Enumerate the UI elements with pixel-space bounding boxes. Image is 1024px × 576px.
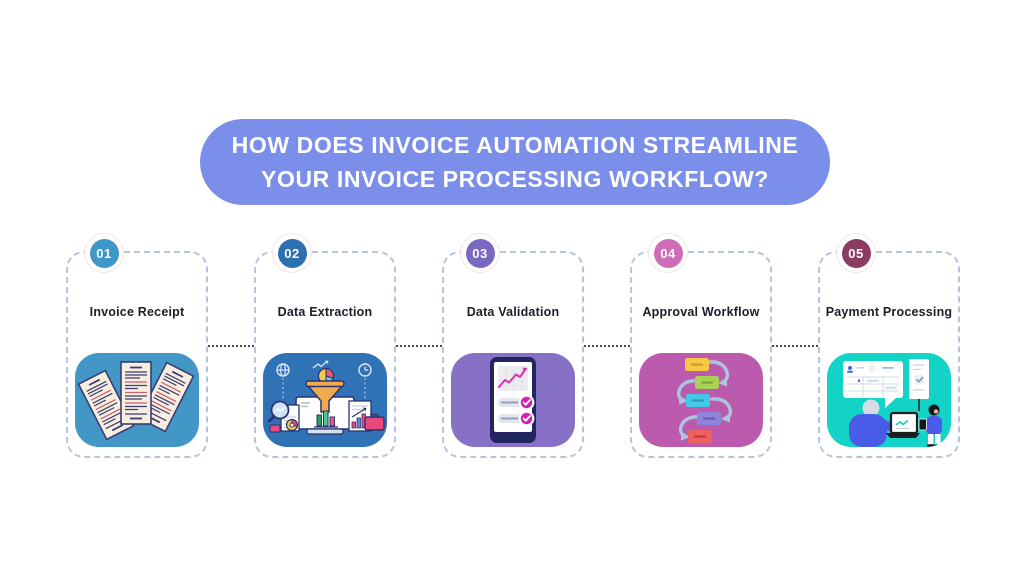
step-number: 01 [89,238,119,268]
step-label: Invoice Receipt [89,305,185,319]
step-number-badge: 02 [273,234,311,272]
step-card-approval-workflow: 04 Approval Workflow [630,234,772,458]
step-number: 02 [277,238,307,268]
step-number: 05 [841,238,871,268]
data-extraction-funnel-icon [268,360,385,435]
invoice-receipts-icon [77,361,195,441]
step-number-badge: 03 [461,234,499,272]
step-card-data-extraction: 02 Data Extraction [254,234,396,458]
step-label: Data Validation [466,305,560,319]
step-icon-tile [263,353,387,447]
step-card-payment-processing: 05 Payment Processing [818,234,960,458]
step-connector-3-4 [584,345,630,347]
step-connector-2-3 [396,345,442,347]
step-number-badge: 05 [837,234,875,272]
step-icon-tile [75,353,199,447]
step-number: 03 [465,238,495,268]
step-label: Approval Workflow [642,305,760,319]
step-connector-1-2 [208,345,254,347]
step-label: Data Extraction [277,305,373,319]
step-connector-4-5 [772,345,818,347]
step-card-data-validation: 03 Data Validation [442,234,584,458]
step-card-invoice-receipt: 01 Invoice Receipt [66,234,208,458]
payment-people-icon [843,359,942,447]
step-number: 04 [653,238,683,268]
approval-flowchart-icon [676,358,733,443]
step-icon-tile [639,353,763,447]
header-title-line1: HOW DOES INVOICE AUTOMATION STREAMLINE [231,132,799,158]
step-number-badge: 04 [649,234,687,272]
header-title-line2: YOUR INVOICE PROCESSING WORKFLOW? [261,166,769,192]
data-validation-tablet-icon [490,357,536,443]
step-number-badge: 01 [85,234,123,272]
step-icon-tile [451,353,575,447]
step-label: Payment Processing [825,305,953,319]
header-pill: HOW DOES INVOICE AUTOMATION STREAMLINE Y… [200,119,830,205]
step-icon-tile [827,353,951,447]
